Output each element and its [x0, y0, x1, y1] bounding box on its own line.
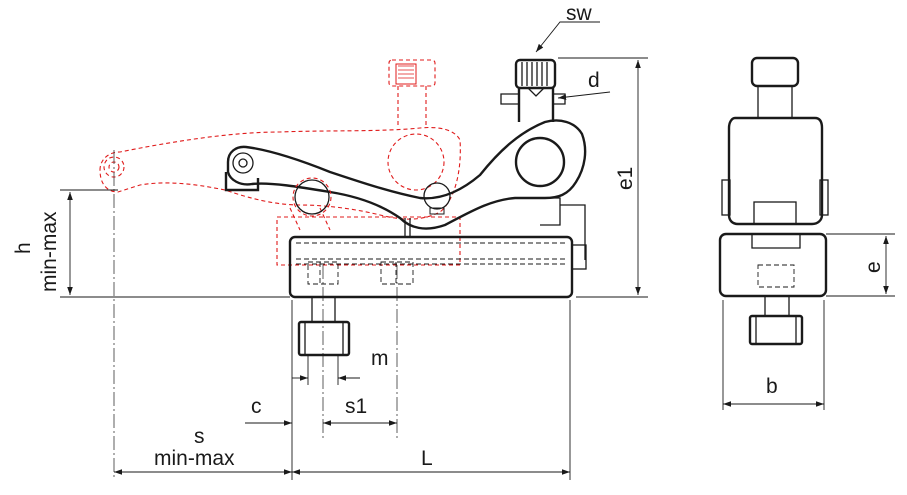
- label-h: h: [12, 242, 35, 254]
- side-view: [718, 56, 829, 346]
- label-e1: e1: [614, 167, 637, 190]
- label-e: e: [862, 261, 885, 273]
- alt-pivot-circles: [292, 177, 332, 217]
- t-nut: [297, 297, 351, 357]
- open-position-outline: [99, 59, 461, 266]
- label-s1: s1: [345, 395, 367, 418]
- label-m: m: [371, 347, 389, 370]
- label-c: c: [251, 395, 262, 418]
- base-plate: [288, 235, 587, 299]
- label-d: d: [588, 69, 600, 92]
- spindle: [500, 58, 566, 122]
- label-s-range: min-max: [154, 447, 235, 470]
- label-b: b: [766, 375, 778, 398]
- extension-lines: [60, 57, 895, 480]
- label-L: L: [421, 447, 433, 470]
- clamp-arm: [224, 119, 587, 260]
- label-s: s: [194, 425, 205, 448]
- label-sw: sw: [566, 2, 593, 25]
- label-h-range: min-max: [38, 211, 61, 292]
